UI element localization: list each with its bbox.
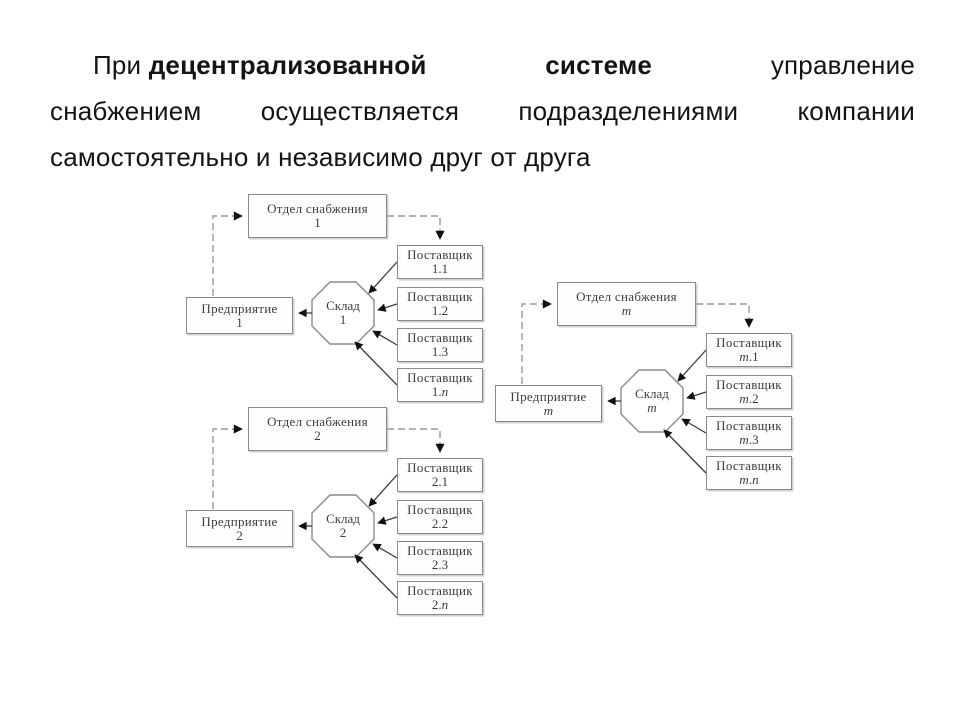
supply-dept-number: 2 bbox=[314, 428, 321, 443]
title-word: осуществляется bbox=[260, 96, 460, 126]
supplier-label: Поставщик bbox=[716, 418, 782, 433]
title-segment-lead: При децентрализованной bbox=[93, 42, 427, 88]
title-word-system: системе bbox=[545, 50, 653, 80]
supplier-number: 1.2 bbox=[431, 303, 449, 318]
supplier-number: m.n bbox=[739, 472, 759, 487]
supplier-box: Поставщик 2.2 bbox=[397, 500, 483, 534]
supplier-label: Поставщик bbox=[716, 458, 782, 473]
supplier-box: Поставщик 1.3 bbox=[397, 328, 483, 362]
warehouse-label: Склад bbox=[326, 298, 360, 313]
supplier-box: Поставщик 1.1 bbox=[397, 245, 483, 279]
title-line-1: При децентрализованной системе управлени… bbox=[50, 42, 915, 88]
supplier-number: 1.n bbox=[431, 384, 449, 399]
supplier-box: Поставщик m.3 bbox=[706, 416, 792, 450]
warehouse-octagon: Склад 2 bbox=[312, 495, 374, 557]
warehouse-label: Склад bbox=[326, 511, 360, 526]
supplier-label: Поставщик bbox=[407, 370, 473, 385]
supplier-number: m.2 bbox=[739, 391, 759, 406]
enterprise-box: Предприятие 1 bbox=[186, 297, 293, 334]
supplier-label: Поставщик bbox=[407, 502, 473, 517]
enterprise-box: Предприятие 2 bbox=[186, 510, 293, 547]
supplier-label: Поставщик bbox=[407, 460, 473, 475]
supplier-box: Поставщик m.n bbox=[706, 456, 792, 490]
supplier-label: Поставщик bbox=[407, 247, 473, 262]
enterprise-number: m bbox=[543, 402, 554, 418]
supplier-number: m.3 bbox=[739, 432, 759, 447]
supplier-label: Поставщик bbox=[716, 377, 782, 392]
supplier-box: Поставщик m.1 bbox=[706, 333, 792, 367]
supplier-number: 2.n bbox=[431, 597, 449, 612]
supplier-box: Поставщик 1.n bbox=[397, 368, 483, 402]
supplier-number: 2.3 bbox=[431, 557, 449, 572]
title-line-2: снабжением осуществляется подразделениям… bbox=[50, 88, 915, 134]
warehouse-number: m bbox=[647, 400, 657, 415]
enterprise-label: Предприятие bbox=[201, 513, 278, 529]
title-word: снабжением bbox=[50, 96, 202, 126]
supplier-label: Поставщик bbox=[716, 335, 782, 350]
warehouse-octagon: Склад 1 bbox=[312, 282, 374, 344]
supply-dept-number: 1 bbox=[314, 215, 321, 230]
supplier-number: 1.1 bbox=[431, 261, 449, 276]
enterprise-label: Предприятие bbox=[201, 300, 278, 316]
title-word-decentralized: децентрализованной bbox=[148, 50, 427, 80]
supply-dept-box: Отдел снабжения m bbox=[557, 282, 696, 326]
supply-dept-label: Отдел снабжения bbox=[576, 289, 677, 304]
title-line-3: самостоятельно и независимо друг от друг… bbox=[50, 142, 591, 172]
enterprise-number: 2 bbox=[236, 527, 243, 543]
supply-group-m: Отдел снабжения m Предприятие m Склад m … bbox=[495, 282, 805, 522]
supply-dept-number: m bbox=[621, 303, 632, 318]
supplier-box: Поставщик 2.1 bbox=[397, 458, 483, 492]
supply-group-2: Отдел снабжения 2 Предприятие 2 Склад 2 … bbox=[186, 407, 496, 647]
supplier-box: Поставщик m.2 bbox=[706, 375, 792, 409]
supplier-box: Поставщик 2.3 bbox=[397, 541, 483, 575]
supplier-label: Поставщик bbox=[407, 289, 473, 304]
supply-dept-box: Отдел снабжения 1 bbox=[248, 194, 387, 238]
supplier-box: Поставщик 1.2 bbox=[397, 287, 483, 321]
supplier-box: Поставщик 2.n bbox=[397, 581, 483, 615]
supplier-number: 2.1 bbox=[431, 474, 449, 489]
title-word: подразделениями bbox=[518, 96, 739, 126]
warehouse-label: Склад bbox=[635, 386, 669, 401]
enterprise-number: 1 bbox=[236, 314, 243, 330]
warehouse-octagon: Склад m bbox=[621, 370, 683, 432]
supply-dept-label: Отдел снабжения bbox=[267, 201, 368, 216]
supplier-number: 2.2 bbox=[431, 516, 449, 531]
enterprise-box: Предприятие m bbox=[495, 385, 602, 422]
supply-dept-box: Отдел снабжения 2 bbox=[248, 407, 387, 451]
supply-dept-label: Отдел снабжения bbox=[267, 414, 368, 429]
supplier-number: 1.3 bbox=[431, 344, 449, 359]
supplier-number: m.1 bbox=[739, 349, 759, 364]
title-word-pri: При bbox=[93, 50, 142, 80]
supplier-label: Поставщик bbox=[407, 583, 473, 598]
enterprise-label: Предприятие bbox=[510, 388, 587, 404]
slide-title: При децентрализованной системе управлени… bbox=[50, 42, 915, 180]
title-word-management: управление bbox=[770, 50, 915, 80]
title-word: компании bbox=[797, 96, 915, 126]
supplier-label: Поставщик bbox=[407, 543, 473, 558]
warehouse-number: 1 bbox=[339, 312, 347, 327]
supply-group-1: Отдел снабжения 1 Предприятие 1 Склад 1 … bbox=[186, 194, 496, 434]
supplier-label: Поставщик bbox=[407, 330, 473, 345]
warehouse-number: 2 bbox=[339, 525, 347, 540]
